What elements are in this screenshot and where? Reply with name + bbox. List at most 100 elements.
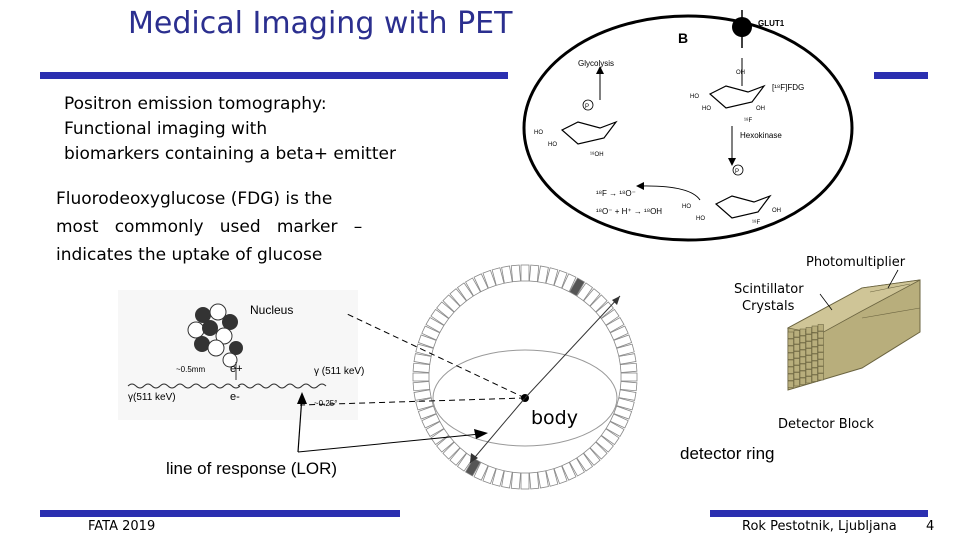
crystal-cell: [799, 342, 806, 350]
svg-text:HO: HO: [682, 204, 691, 210]
nucleus-label: Nucleus: [250, 303, 293, 317]
detector-crystal: [589, 441, 608, 460]
crystal-cell: [799, 328, 806, 336]
detector-crystal: [436, 301, 455, 319]
detector-crystal: [576, 282, 594, 302]
crystal-cell: [811, 367, 818, 375]
photomultiplier-label: Photomultiplier: [806, 255, 906, 270]
gamma-ray-left: [127, 383, 241, 389]
fdg6p-molecule-left: P HO HO ¹⁸OH: [534, 99, 618, 158]
dashed-line-lower: [299, 397, 526, 406]
crystal-cell: [799, 356, 806, 364]
detector-crystal: [491, 468, 505, 487]
crystal-cell: [805, 327, 812, 335]
detector-block-figure: [786, 269, 921, 391]
intro-text: Positron emission tomography: Functional…: [64, 92, 396, 167]
detector-crystal: [613, 405, 633, 420]
detector-crystal: [600, 428, 620, 446]
crystal-cell: [817, 345, 824, 353]
crystal-cell: [811, 325, 818, 333]
crystal-cell: [787, 366, 794, 374]
crystal-cell: [793, 365, 800, 373]
crystal-cell: [787, 345, 794, 353]
reaction-1: ¹⁸F → ¹⁸O⁻: [596, 189, 636, 198]
detector-crystal: [568, 457, 586, 477]
intro-line: Functional imaging with: [64, 119, 268, 139]
detector-crystal: [442, 294, 461, 313]
crystal-cell: [817, 359, 824, 367]
detector-crystal: [456, 282, 474, 302]
footer-bar-right: [710, 510, 928, 517]
svg-text:¹⁸F: ¹⁸F: [752, 219, 761, 226]
svg-text:HO: HO: [690, 94, 699, 100]
footer-author: Rok Pestotnik, Ljubljana: [742, 519, 897, 534]
detector-crystal: [449, 288, 467, 307]
header-bar-left: [40, 72, 508, 79]
crystal-cell: [805, 355, 812, 363]
fdg-text: Fluorodeoxyglucose (FDG) is the most com…: [56, 185, 362, 269]
crystal-cell: [793, 358, 800, 366]
svg-text:P: P: [585, 104, 589, 110]
svg-text:OH: OH: [756, 106, 765, 112]
crystal-cell: [805, 348, 812, 356]
detector-crystal: [413, 353, 432, 365]
gamma-ray-right: [237, 383, 327, 389]
crystal-cell: [799, 335, 806, 343]
detector-crystal: [600, 308, 620, 326]
detector-crystal: [609, 413, 629, 429]
crystal-cell: [793, 337, 800, 345]
detector-crystal: [413, 389, 432, 401]
detector-crystal: [616, 343, 635, 357]
detector-crystal: [545, 468, 559, 487]
lor-line-down: [469, 397, 526, 464]
detector-crystal: [616, 397, 635, 411]
detector-crystal: [520, 264, 530, 282]
detector-crystal: [553, 465, 568, 485]
footer-event: FATA 2019: [88, 519, 156, 534]
intro-line: biomarkers containing a beta+ emitter: [64, 144, 396, 164]
fdg-line: most commonly used marker –: [56, 217, 363, 237]
svg-text:HO: HO: [702, 106, 711, 112]
cell-membrane: [522, 14, 854, 242]
intro-line: Positron emission tomography:: [64, 94, 327, 114]
crystal-cell: [811, 374, 818, 382]
detector-crystal: [618, 353, 637, 365]
photomultiplier-pointer: [887, 269, 899, 289]
detector-crystal: [421, 325, 441, 341]
svg-text:¹⁸F: ¹⁸F: [744, 117, 753, 124]
crystals-label: Crystals: [742, 299, 795, 314]
detector-crystal: [510, 264, 522, 283]
detector-crystal: [473, 273, 489, 293]
crystal-cell: [811, 339, 818, 347]
detector-crystal: [619, 380, 638, 392]
fdg-molecule: OH HO HO OH ¹⁸F [¹⁸F]FDG: [690, 58, 804, 124]
crystal-cell: [817, 352, 824, 360]
svg-text:OH: OH: [772, 208, 781, 214]
svg-text:HO: HO: [534, 130, 543, 136]
crystal-cell: [805, 362, 812, 370]
crystal-cell: [799, 370, 806, 378]
detector-crystal: [583, 288, 601, 307]
panel-letter: B: [678, 30, 688, 46]
crystal-cell: [799, 363, 806, 371]
svg-text:OH: OH: [736, 70, 745, 76]
detector-crystal: [464, 277, 482, 297]
hexokinase-label: Hexokinase: [740, 131, 782, 140]
gamma-right-label: γ (511 keV): [314, 366, 364, 377]
detector-crystal: [605, 420, 625, 438]
crystal-cell: [793, 372, 800, 380]
detector-crystal: [620, 372, 638, 382]
detector-crystal: [473, 461, 489, 481]
detector-crystal: [501, 470, 513, 489]
body-outline: [432, 349, 618, 447]
lor-pointer: [297, 433, 481, 453]
detector-crystal: [589, 294, 608, 313]
gamma-left-label: γ(511 keV): [128, 392, 176, 403]
detector-crystal: [537, 470, 549, 489]
detector-crystal: [442, 441, 461, 460]
detector-ring: [412, 264, 638, 490]
crystal-cell: [817, 338, 824, 346]
detector-crystal: [553, 269, 568, 289]
glut1-label: GLUT1: [758, 19, 785, 28]
